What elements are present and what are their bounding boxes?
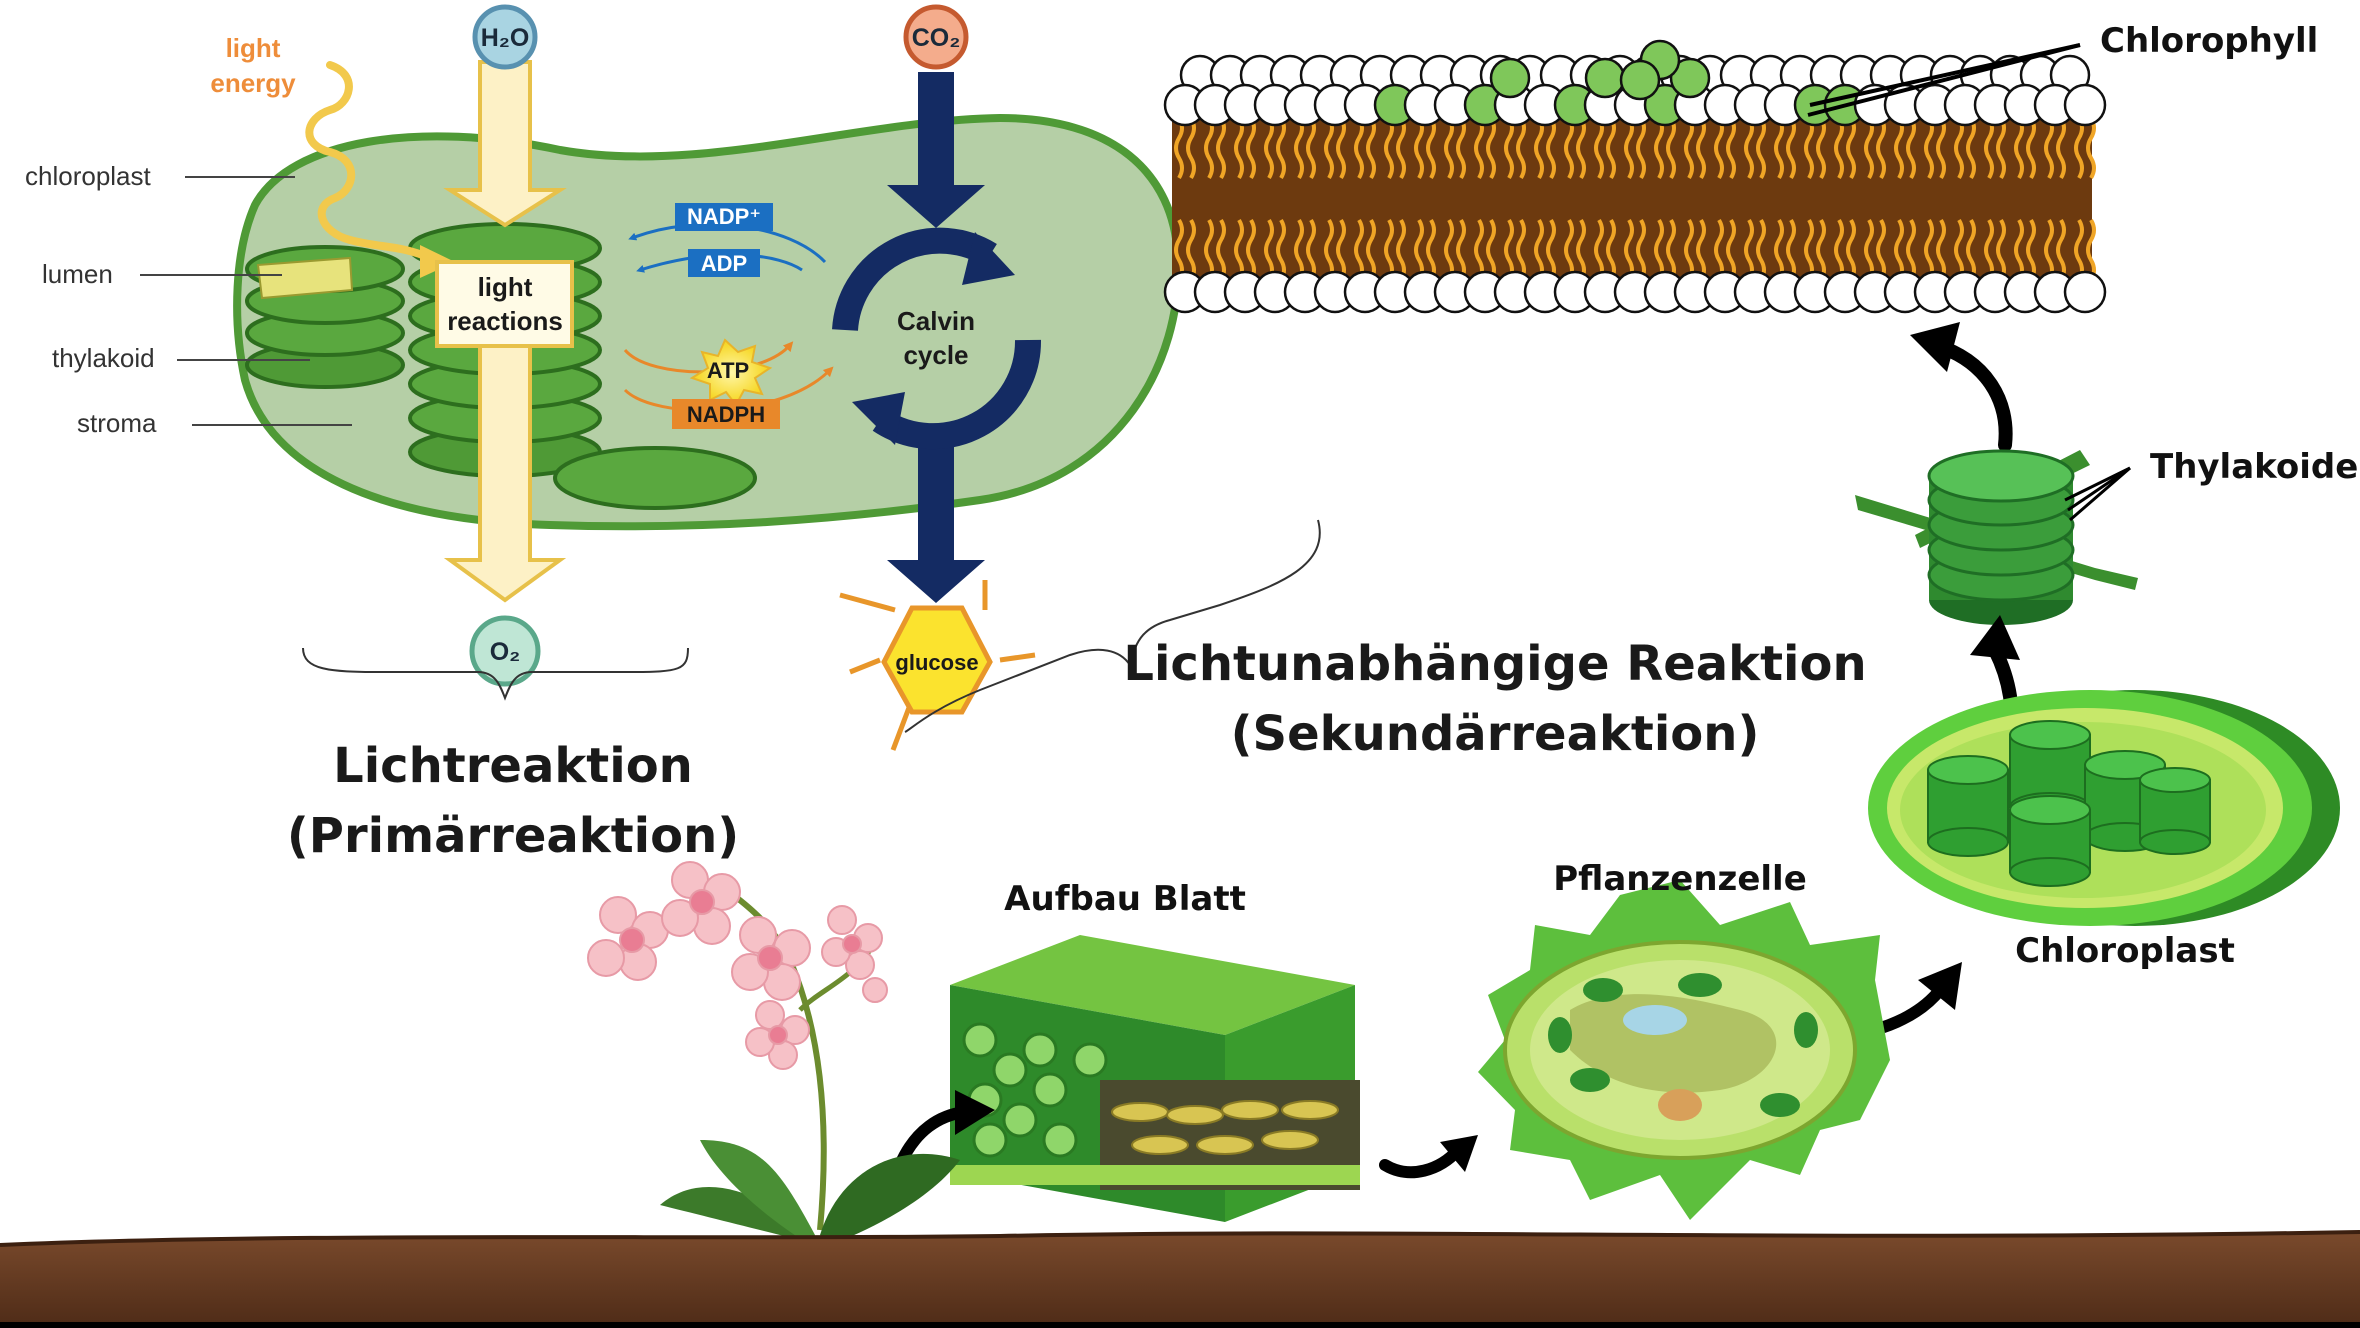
light-energy-wave	[305, 61, 434, 262]
leaf-structure-block	[950, 935, 1360, 1222]
nadp-plus-badge	[675, 203, 773, 231]
co2-label: CO₂	[912, 24, 961, 52]
light-energy-label-1: light	[226, 33, 281, 63]
h2o-label: H₂O	[481, 24, 530, 52]
o2-circle	[469, 615, 541, 687]
orchid-flowers	[587, 861, 888, 1070]
plant-cell	[1478, 880, 1890, 1220]
soil-ground	[0, 1232, 2360, 1328]
co2-circle	[903, 4, 969, 70]
nadp-plus-label: NADP⁺	[687, 204, 761, 229]
calvin-label-1: Calvin	[897, 306, 975, 336]
light-reaction-arrow	[443, 60, 567, 603]
atp-label: ATP	[707, 358, 749, 383]
nadph-badge	[672, 399, 780, 429]
nucleus	[1658, 1089, 1702, 1121]
thylakoide-label: Thylakoide	[2150, 447, 2358, 487]
chloroplast-pointer-label: chloroplast	[25, 161, 152, 191]
dark-reaction-title-2: (Sekundärreaktion)	[1231, 706, 1760, 762]
chlorophyll-label: Chlorophyll	[2100, 21, 2318, 61]
granum-stack-left	[245, 245, 405, 389]
lumen-pointer-label: lumen	[42, 259, 113, 289]
thylakoid-membrane	[1163, 39, 2107, 314]
plant-cell-label: Pflanzenzelle	[1553, 859, 1807, 899]
light-reaction-title-1: Lichtreaktion	[333, 738, 693, 794]
stroma-thylakoid-flat	[553, 446, 757, 510]
h2o-circle	[472, 4, 538, 70]
lipid-tails	[1174, 116, 2096, 282]
light-reaction-title-2: (Primärreaktion)	[287, 808, 739, 864]
chloroplast-3d-label: Chloroplast	[2015, 931, 2235, 971]
leaf-structure-label: Aufbau Blatt	[1004, 879, 1246, 919]
light-reactions-box	[435, 260, 574, 348]
dark-reaction-title-1: Lichtunabhängige Reaktion	[1123, 636, 1866, 692]
chloroplast-schematic: H₂O O₂ light reactions CO₂ Calvin cycle	[25, 4, 1183, 751]
thylakoid-pointer-label: thylakoid	[52, 343, 155, 373]
adp-badge	[688, 249, 760, 277]
chloroplast-3d	[1868, 690, 2340, 926]
calvin-arrow	[887, 72, 985, 603]
light-reactions-label-1: light	[478, 272, 533, 302]
glucose-molecule	[839, 580, 1036, 751]
vacuole	[1623, 1005, 1687, 1035]
glucose-label: glucose	[895, 650, 978, 675]
orchid-plant	[587, 861, 960, 1245]
light-reactions-label-2: reactions	[447, 306, 563, 336]
nadph-label: NADPH	[687, 402, 765, 427]
stroma-pointer-label: stroma	[77, 408, 157, 438]
dark-reaction-brace	[904, 519, 1321, 733]
calvin-label-2: cycle	[903, 340, 968, 370]
lumen-cutout	[256, 256, 354, 300]
calvin-cycle-ring	[832, 227, 1042, 450]
phospholipid-heads-bottom	[1163, 270, 2107, 314]
thylakoid-stack	[1855, 449, 2138, 625]
light-energy-label-2: energy	[210, 68, 296, 98]
adp-label: ADP	[701, 251, 747, 276]
phospholipid-heads-top	[1163, 39, 2107, 127]
light-reaction-brace	[302, 647, 689, 701]
o2-label: O₂	[490, 638, 521, 666]
